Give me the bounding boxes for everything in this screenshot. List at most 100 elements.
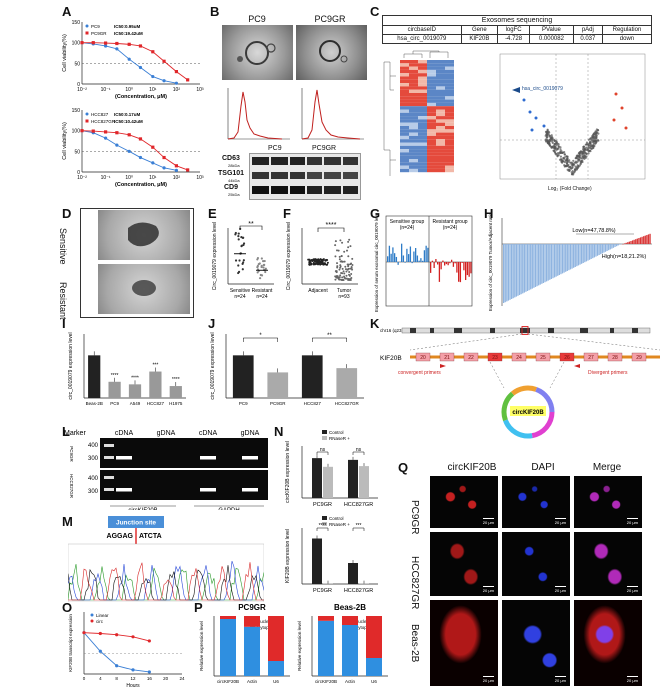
heatmap-cell [400,119,409,123]
heatmap-cell [409,132,418,136]
exon-label: 21 [444,355,450,361]
heatmap-cell [427,116,436,120]
exon-22 [463,352,479,362]
heatmap-cell [409,106,418,110]
bar [585,244,588,262]
heatmap-cell [418,79,427,84]
volcano-point [571,165,574,168]
legend-swatch [322,522,327,526]
circ-arc [501,391,515,422]
bar-Actin-Cytoplasm [342,625,358,676]
data-point [256,271,259,274]
exon-label: 27 [588,355,594,361]
heatmap-cell [400,69,409,74]
bar [574,244,576,267]
chrom-band [548,328,554,333]
legend-label: Nucleus [257,619,274,624]
heatmap-cell [400,63,409,67]
q-col-merge: Merge [592,462,622,473]
volcano-point [553,147,557,150]
data-point [174,168,178,172]
heatmap-cell [427,129,436,133]
heatmap [383,50,454,176]
data-point [138,155,143,160]
x-tick-label: 0 [83,676,86,681]
volcano-point [595,140,598,143]
data-point [151,161,155,165]
x-tick-label: 10⁻² [77,87,87,93]
bar [606,244,608,251]
data-point [174,81,178,85]
data-point [115,664,119,668]
volcano-point [585,152,588,155]
volcano-point [593,132,596,135]
lane-label: gDNA [157,430,176,437]
volcano-point-up [620,106,624,110]
td-gene: KIF20B [460,34,499,44]
data-point [342,270,345,273]
heatmap-cell [445,86,454,90]
volcano-point [570,161,573,164]
data-point [308,259,311,262]
data-point [340,255,343,258]
d-frame [80,208,194,318]
heatmap-cell [436,129,445,133]
td-logfc: -4.728 [497,34,531,44]
data-point [237,238,240,241]
data-point [162,59,166,63]
bar [509,244,511,300]
y-axis-label: Circ_0019079 expression level [286,222,292,290]
circ-arc [503,419,533,439]
bar [456,262,458,273]
chrom-band [430,328,434,333]
wb-tsg101: TSG101 [218,170,245,177]
legend-marker [85,112,89,116]
wb-header-pc9: PC9 [268,145,282,152]
em-image-pc9 [222,25,293,80]
th-gene: Gene [460,25,499,35]
group-n: n=24 [256,294,267,300]
data-point [347,267,350,270]
y-axis-label: Expression of serum exosomal circ_001907… [374,214,379,312]
group-label: Sensitive [230,288,251,294]
bar-circKIF20B-Cytoplasm [318,620,334,676]
y-axis-label: Cell viability(%) [62,122,68,160]
if-image-beas-2b-circkif20b: 20 μm [430,600,498,686]
data-point [258,277,262,280]
scale-bar: 20 μm [626,676,638,683]
heatmap-cell [427,132,436,136]
data-point [115,47,119,51]
data-point [334,240,337,243]
data-point [256,256,260,260]
primer-arrow [440,364,446,368]
volcano-point [579,157,583,160]
heatmap-cell [436,159,445,163]
sig-label: *** [356,523,362,529]
bar [545,244,548,282]
heatmap-cell [418,142,427,146]
bar [617,244,619,246]
gel-band [242,456,258,460]
heatmap-cell [418,73,427,77]
data-point [262,260,265,263]
bar-Actin-Cytoplasm [244,626,260,676]
volcano-point [577,158,581,161]
bar [609,244,611,250]
bar-Beas-2B [88,355,101,398]
data-point [341,276,344,279]
q-col-dapi: DAPI [531,462,555,473]
bar-HCC827GR-Control [348,563,358,584]
volcano-point [568,159,571,162]
heatmap-cell [400,139,409,143]
data-point [339,274,342,277]
heatmap-cell [445,129,454,133]
data-point [344,277,347,280]
bar [644,235,646,244]
heatmap-cell [418,76,427,80]
bar [444,262,446,266]
scale-bar: 20 μm [554,676,566,683]
volcano-point [548,139,551,142]
